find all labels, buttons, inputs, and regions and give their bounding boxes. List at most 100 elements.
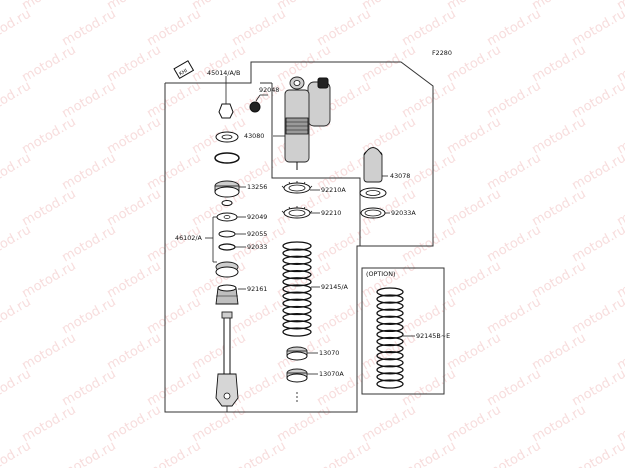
watermark-text: motod.ru (615, 0, 625, 13)
spring-coil (376, 358, 404, 368)
watermark-text: motod.ru (315, 7, 374, 50)
watermark-text: motod.ru (145, 7, 204, 50)
watermark-text: motod.ru (20, 331, 79, 374)
watermark-text: motod.ru (530, 187, 589, 230)
part-13070-seat (286, 346, 308, 361)
watermark-text: motod.ru (570, 79, 625, 122)
label-13070A: 13070A (319, 370, 344, 378)
watermark-text: motod.ru (315, 439, 374, 468)
watermark-text: motod.ru (190, 403, 249, 446)
leader-lines (205, 76, 415, 375)
watermark-text: motod.ru (190, 43, 249, 86)
spring-coil (376, 322, 404, 333)
spring-coil (376, 351, 404, 361)
watermark-text: motod.ru (145, 223, 204, 266)
spring-coil (282, 248, 312, 258)
watermark-text: motod.ru (570, 295, 625, 338)
spring-92145B-E (376, 287, 404, 389)
label-45014: 45014/A/B (207, 69, 240, 77)
watermark-text: motod.ru (485, 223, 544, 266)
watermark-text: motod.ru (445, 115, 504, 158)
watermark-text: motod.ru (230, 295, 289, 338)
assembly-frame (164, 61, 434, 413)
watermark-text: motod.ru (445, 403, 504, 446)
watermark-text: motod.ru (315, 295, 374, 338)
part-92210A-ring-nut (281, 181, 313, 194)
watermark-text: motod.ru (0, 151, 34, 194)
watermark-text: motod.ru (0, 439, 34, 468)
watermark-text: motod.ru (145, 295, 204, 338)
spring-92145-A (282, 241, 312, 337)
watermark-text: motod.ru (485, 439, 544, 468)
watermark-text: motod.ru (60, 7, 119, 50)
watermark-text: motod.ru (105, 187, 164, 230)
label-92210A: 92210A (321, 186, 346, 194)
watermark-text: motod.ru (400, 367, 459, 410)
watermark-text: motod.ru (60, 151, 119, 194)
spring-coil (282, 262, 312, 273)
option-frame (361, 267, 445, 395)
spring-coil (282, 277, 312, 287)
watermark-text: motod.ru (445, 331, 504, 374)
watermark-text: motod.ru (360, 43, 419, 86)
watermark-text: motod.ru (60, 367, 119, 410)
label-13070: 13070 (319, 349, 339, 357)
watermark-text: motod.ru (570, 367, 625, 410)
watermark-text: motod.ru (275, 403, 334, 446)
watermark-text: motod.ru (190, 331, 249, 374)
part-43078-reservoir (359, 147, 387, 219)
label-92145A: 92145/A (321, 283, 348, 291)
spring-coil (376, 287, 404, 297)
watermark-text: motod.ru (105, 259, 164, 302)
watermark-text: motod.ru (145, 151, 204, 194)
watermark-text: motod.ru (485, 151, 544, 194)
spring-coil (282, 298, 312, 308)
spring-coil (376, 343, 404, 354)
watermark-text: motod.ru (60, 79, 119, 122)
watermark-text: motod.ru (145, 367, 204, 410)
label-92210: 92210 (321, 209, 341, 217)
spring-coil (376, 294, 404, 304)
watermark-text: motod.ru (20, 43, 79, 86)
svg-text:KHI: KHI (178, 68, 188, 77)
spring-coil (376, 372, 404, 382)
watermark-text: motod.ru (105, 403, 164, 446)
watermark-text: motod.ru (530, 43, 589, 86)
watermark-text: motod.ru (145, 439, 204, 468)
spring-coil (376, 329, 404, 340)
watermark-text: motod.ru (60, 295, 119, 338)
watermark-text: motod.ru (445, 43, 504, 86)
spring-coil (376, 379, 404, 389)
watermark-text: motod.ru (530, 259, 589, 302)
label-43078: 43078 (390, 172, 410, 180)
watermark-text: motod.ru (400, 7, 459, 50)
label-92145B-E: 92145B~E (416, 332, 450, 340)
damper-rod-stack (214, 86, 240, 412)
watermark-text: motod.ru (315, 223, 374, 266)
watermark-text: motod.ru (530, 403, 589, 446)
watermark-text: motod.ru (485, 79, 544, 122)
watermark-text: motod.ru (530, 331, 589, 374)
spring-coil (282, 291, 312, 301)
watermark-text: motod.ru (400, 223, 459, 266)
spring-coil (376, 308, 404, 318)
spring-coil (282, 320, 312, 330)
watermark-text: motod.ru (445, 259, 504, 302)
watermark-text: motod.ru (105, 331, 164, 374)
watermark-text: motod.ru (485, 7, 544, 50)
watermark-text: motod.ru (230, 367, 289, 410)
watermark-text: motod.ru (570, 7, 625, 50)
watermark-text: motod.ru (400, 439, 459, 468)
watermark-text: motod.ru (0, 79, 34, 122)
watermark-text: motod.ru (20, 403, 79, 446)
watermark-text: motod.ru (360, 403, 419, 446)
figure-code: F2280 (432, 49, 452, 57)
part-92048-icon (249, 101, 261, 113)
watermark-text: motod.ru (20, 115, 79, 158)
part-92210-ring-nut (281, 206, 313, 219)
label-92161: 92161 (247, 285, 267, 293)
watermark-text: motod.ru (0, 295, 34, 338)
watermark-text: motod.ru (145, 79, 204, 122)
watermark-text: motod.ru (20, 259, 79, 302)
